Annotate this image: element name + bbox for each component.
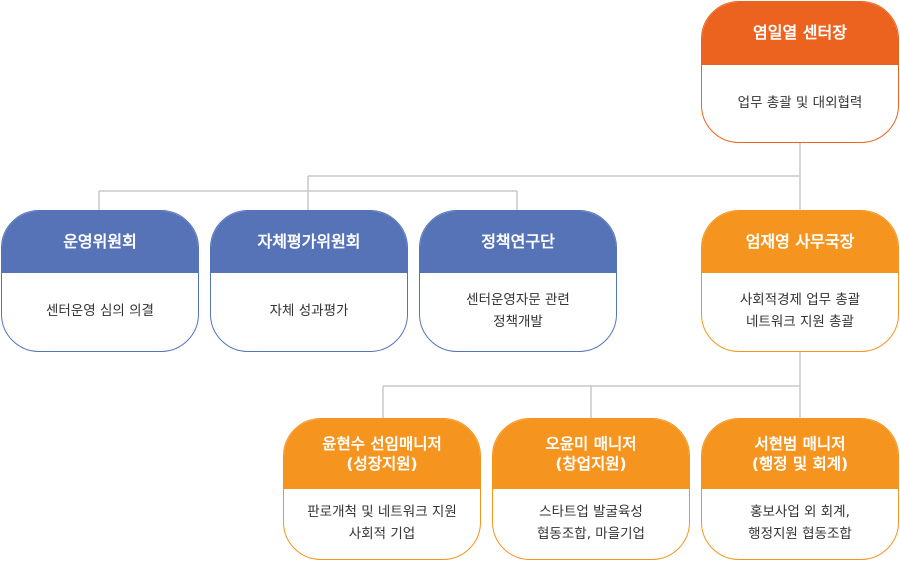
committee-role: 자체 성과평가	[269, 303, 349, 320]
director-role: 업무 총괄 및 대외협력	[737, 94, 863, 111]
secretary-name: 엄재영 사무국장	[702, 211, 898, 273]
manager-role: 홍보사업 외 회계,행정지원 협동조합	[748, 504, 852, 542]
committee-name: 운영위원회	[2, 211, 198, 273]
manager-name: 오윤미 매니저(창업지원)	[493, 419, 689, 489]
manager-name: 서현범 매니저(행정 및 회계)	[702, 419, 898, 489]
manager-name: 윤현수 선임매니저(성장지원)	[284, 419, 480, 489]
committee-name: 정책연구단	[420, 211, 616, 273]
committee-role: 센터운영 심의 의결	[46, 303, 154, 320]
committee-card-evaluation: 자체평가위원회 자체 성과평가	[210, 210, 408, 352]
manager-card-admin: 서현범 매니저(행정 및 회계) 홍보사업 외 회계,행정지원 협동조합	[701, 418, 899, 560]
director-name: 염일열 센터장	[702, 2, 898, 65]
committee-card-operation: 운영위원회 센터운영 심의 의결	[1, 210, 199, 352]
director-card: 염일열 센터장 업무 총괄 및 대외협력	[701, 1, 899, 143]
committee-name: 자체평가위원회	[211, 211, 407, 273]
